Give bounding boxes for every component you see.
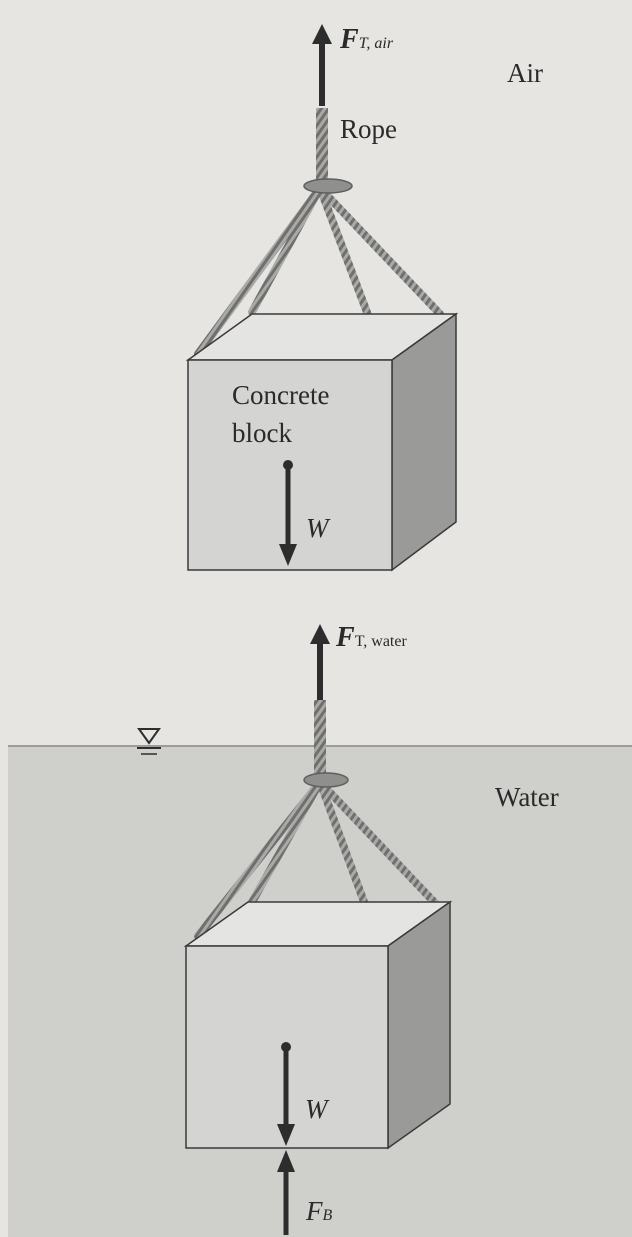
weight-point-water [281,1042,291,1052]
buoyancy-symbol: F [306,1196,323,1226]
tension-arrow-air-head [312,24,332,44]
tension-water-label: FT, water [336,624,407,652]
rope-label: Rope [340,114,397,144]
tension-air-label: FT, air [340,26,393,54]
concrete-label-line2: block [232,418,292,448]
tension-air-subscript: T, air [358,35,394,52]
buoyancy-arrow-head [277,1150,295,1172]
block-side-face [391,312,457,572]
buoyancy-subscript: B [322,1207,333,1224]
water-surface-triangle-icon [137,728,161,755]
tension-arrow-water-head [310,624,330,644]
rope-slings-air [194,184,444,358]
water-label: Water [495,782,559,812]
rope-knot-air [303,178,353,194]
tension-air-symbol: F [340,24,359,55]
water-block-assembly [183,624,453,1235]
tension-water-symbol: F [336,622,355,653]
buoyancy-label: FB [306,1198,332,1225]
air-block-assembly [185,24,459,572]
weight-air-label: W [306,513,329,543]
rope-main-water [314,700,326,778]
tension-water-subscript: T, water [354,633,407,650]
rope-knot-water [303,772,349,788]
block-side-face-water [387,900,451,1150]
rope-main-air [316,108,328,188]
weight-point-air [283,460,293,470]
weight-arrow-air-head [279,544,297,566]
concrete-label-line1: Concrete [232,380,330,410]
weight-arrow-water-head [277,1124,295,1146]
weight-water-label: W [305,1094,328,1124]
air-label: Air [507,58,543,88]
